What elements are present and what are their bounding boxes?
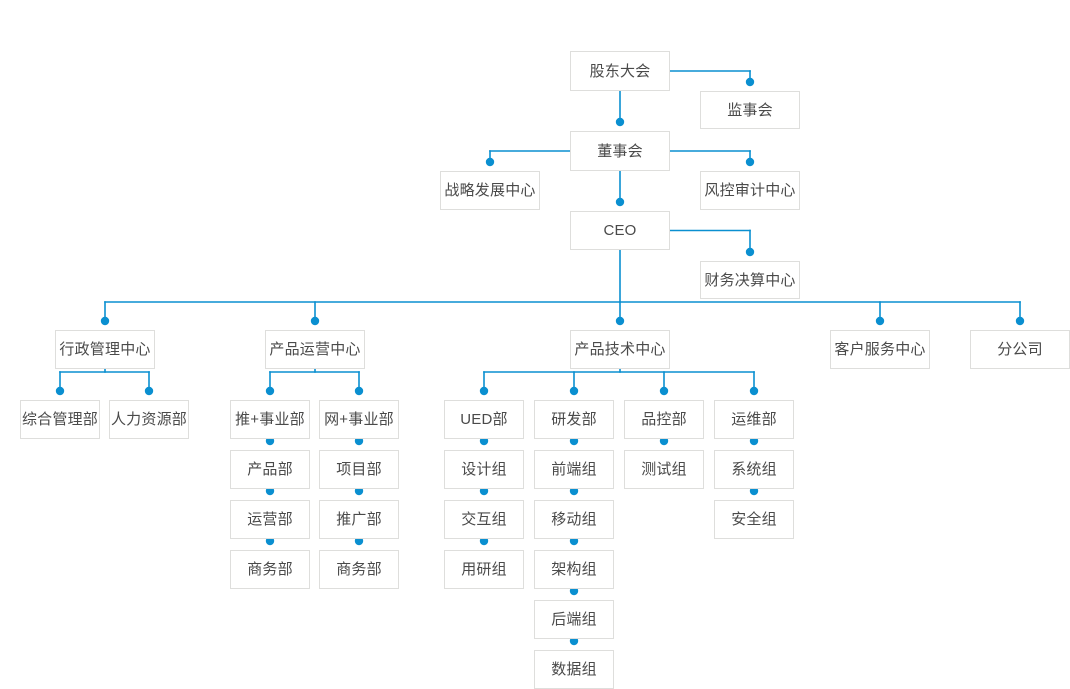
org-node-label: 运营部 bbox=[247, 511, 293, 528]
org-node-n17[interactable]: 运营部 bbox=[230, 500, 310, 539]
org-node-label: 系统组 bbox=[731, 461, 777, 478]
org-node-label: 分公司 bbox=[997, 341, 1043, 358]
connector-dot bbox=[144, 386, 154, 396]
connector-dot bbox=[100, 316, 110, 326]
connector-dot bbox=[615, 117, 625, 127]
connector-dot bbox=[354, 386, 364, 396]
org-node-n24[interactable]: 设计组 bbox=[444, 450, 524, 489]
org-node-label: 产品技术中心 bbox=[574, 341, 666, 358]
org-node-n33[interactable]: 品控部 bbox=[624, 400, 704, 439]
org-node-n37[interactable]: 安全组 bbox=[714, 500, 794, 539]
org-node-n36[interactable]: 系统组 bbox=[714, 450, 794, 489]
org-node-n18[interactable]: 商务部 bbox=[230, 550, 310, 589]
org-node-n26[interactable]: 用研组 bbox=[444, 550, 524, 589]
connector-dot bbox=[615, 316, 625, 326]
org-node-label: 产品部 bbox=[247, 461, 293, 478]
org-node-label: 商务部 bbox=[336, 561, 382, 578]
org-node-label: 运维部 bbox=[731, 411, 777, 428]
org-node-n23[interactable]: UED部 bbox=[444, 400, 524, 439]
org-node-label: 数据组 bbox=[551, 661, 597, 678]
org-node-n32[interactable]: 数据组 bbox=[534, 650, 614, 689]
org-node-label: 用研组 bbox=[461, 561, 507, 578]
connector-dot bbox=[745, 77, 755, 87]
org-node-n35[interactable]: 运维部 bbox=[714, 400, 794, 439]
org-node-n4[interactable]: 战略发展中心 bbox=[440, 171, 540, 210]
org-node-label: 项目部 bbox=[336, 461, 382, 478]
connector-dot bbox=[485, 157, 495, 167]
org-node-label: 人力资源部 bbox=[110, 411, 187, 428]
org-node-n20[interactable]: 项目部 bbox=[319, 450, 399, 489]
connector-dot bbox=[875, 316, 885, 326]
org-node-label: 安全组 bbox=[731, 511, 777, 528]
connector-dot bbox=[479, 386, 489, 396]
connector-dot bbox=[659, 386, 669, 396]
org-node-label: 推+事业部 bbox=[235, 411, 305, 428]
connector-dot bbox=[745, 247, 755, 257]
org-node-n5[interactable]: 风控审计中心 bbox=[700, 171, 800, 210]
org-node-label: 股东大会 bbox=[589, 62, 651, 80]
org-node-n34[interactable]: 测试组 bbox=[624, 450, 704, 489]
org-node-label: 交互组 bbox=[461, 511, 507, 528]
connector-dot bbox=[569, 386, 579, 396]
org-node-label: 产品运营中心 bbox=[269, 341, 361, 358]
org-node-label: 设计组 bbox=[461, 461, 507, 478]
org-node-label: 前端组 bbox=[551, 461, 597, 478]
org-node-n22[interactable]: 商务部 bbox=[319, 550, 399, 589]
org-node-n31[interactable]: 后端组 bbox=[534, 600, 614, 639]
org-node-label: UED部 bbox=[460, 411, 508, 428]
org-node-label: 监事会 bbox=[727, 101, 773, 119]
org-node-n15[interactable]: 推+事业部 bbox=[230, 400, 310, 439]
connector-dot bbox=[745, 157, 755, 167]
org-node-n12[interactable]: 分公司 bbox=[970, 330, 1070, 369]
connector-dot bbox=[1015, 316, 1025, 326]
org-node-n9[interactable]: 产品运营中心 bbox=[265, 330, 365, 369]
org-node-label: 风控审计中心 bbox=[704, 182, 796, 199]
org-node-label: 董事会 bbox=[597, 142, 643, 160]
org-node-label: 综合管理部 bbox=[21, 411, 98, 428]
org-node-n29[interactable]: 移动组 bbox=[534, 500, 614, 539]
org-node-label: 架构组 bbox=[551, 561, 597, 578]
connector-dot bbox=[749, 386, 759, 396]
connector-dot bbox=[55, 386, 65, 396]
org-node-label: 商务部 bbox=[247, 561, 293, 578]
org-node-label: 财务决算中心 bbox=[704, 271, 796, 289]
org-node-label: 战略发展中心 bbox=[444, 182, 536, 199]
org-node-n1[interactable]: 股东大会 bbox=[570, 51, 670, 91]
org-node-label: 行政管理中心 bbox=[59, 341, 151, 358]
org-node-label: 客户服务中心 bbox=[834, 341, 926, 358]
org-node-n10[interactable]: 产品技术中心 bbox=[570, 330, 670, 369]
connector-dot bbox=[265, 386, 275, 396]
org-node-n19[interactable]: 网+事业部 bbox=[319, 400, 399, 439]
org-node-n28[interactable]: 前端组 bbox=[534, 450, 614, 489]
org-node-n13[interactable]: 综合管理部 bbox=[20, 400, 100, 439]
org-node-label: 移动组 bbox=[551, 511, 597, 528]
org-node-n21[interactable]: 推广部 bbox=[319, 500, 399, 539]
org-node-n16[interactable]: 产品部 bbox=[230, 450, 310, 489]
org-node-n7[interactable]: 财务决算中心 bbox=[700, 261, 800, 299]
org-node-label: 研发部 bbox=[551, 411, 597, 428]
connector-dot bbox=[615, 197, 625, 207]
org-node-label: 后端组 bbox=[551, 611, 597, 628]
org-node-n11[interactable]: 客户服务中心 bbox=[830, 330, 930, 369]
org-node-n3[interactable]: 董事会 bbox=[570, 131, 670, 171]
org-node-label: 网+事业部 bbox=[324, 411, 394, 428]
org-node-label: 品控部 bbox=[641, 411, 687, 428]
org-node-n14[interactable]: 人力资源部 bbox=[109, 400, 189, 439]
org-node-n30[interactable]: 架构组 bbox=[534, 550, 614, 589]
org-node-n8[interactable]: 行政管理中心 bbox=[55, 330, 155, 369]
org-node-label: 测试组 bbox=[641, 461, 687, 478]
org-node-n27[interactable]: 研发部 bbox=[534, 400, 614, 439]
org-node-n2[interactable]: 监事会 bbox=[700, 91, 800, 129]
connector-dot bbox=[310, 316, 320, 326]
org-node-n25[interactable]: 交互组 bbox=[444, 500, 524, 539]
org-node-label: 推广部 bbox=[336, 511, 382, 528]
org-node-n6[interactable]: CEO bbox=[570, 211, 670, 250]
org-node-label: CEO bbox=[603, 222, 637, 239]
